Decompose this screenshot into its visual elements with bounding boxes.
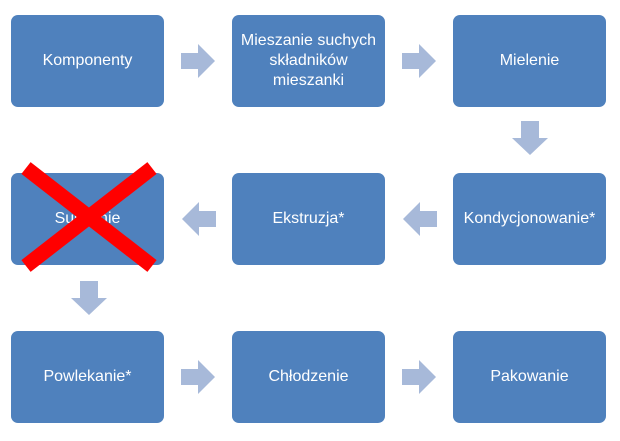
arrow-left-icon	[403, 202, 437, 236]
step-ekstruzja: Ekstruzja*	[232, 173, 385, 265]
step-ekstruzja-label: Ekstruzja*	[272, 210, 345, 227]
arrow-left-icon	[182, 202, 216, 236]
step-pakowanie-label: Pakowanie	[490, 368, 569, 385]
step-mieszanie-line-2: składników	[269, 52, 348, 69]
step-chlodzenie-label: Chłodzenie	[268, 368, 349, 385]
step-pakowanie: Pakowanie	[453, 331, 606, 423]
arrow-right-icon	[181, 360, 215, 394]
step-mieszanie: Mieszanie suchych składników mieszanki	[232, 15, 385, 107]
step-mieszanie-line-1: Mieszanie suchych	[240, 32, 377, 49]
step-powlekanie-label: Powlekanie*	[43, 368, 132, 385]
arrow-right-icon	[181, 44, 215, 78]
step-mieszanie-label: Mieszanie suchych składników mieszanki	[241, 31, 376, 91]
arrow-right-icon	[402, 360, 436, 394]
step-chlodzenie: Chłodzenie	[232, 331, 385, 423]
step-suszenie: Suszenie	[11, 173, 164, 265]
step-komponenty-label: Komponenty	[42, 52, 133, 69]
step-mielenie: Mielenie	[453, 15, 606, 107]
step-komponenty: Komponenty	[11, 15, 164, 107]
step-powlekanie: Powlekanie*	[11, 331, 164, 423]
step-mieszanie-line-3: mieszanki	[272, 72, 345, 89]
step-kondycjonowanie-label: Kondycjonowanie*	[463, 210, 596, 227]
arrow-down-icon	[71, 281, 107, 315]
arrow-down-icon	[512, 121, 548, 155]
arrow-right-icon	[402, 44, 436, 78]
step-kondycjonowanie: Kondycjonowanie*	[453, 173, 606, 265]
step-suszenie-label: Suszenie	[54, 210, 121, 227]
step-mielenie-label: Mielenie	[499, 52, 560, 69]
